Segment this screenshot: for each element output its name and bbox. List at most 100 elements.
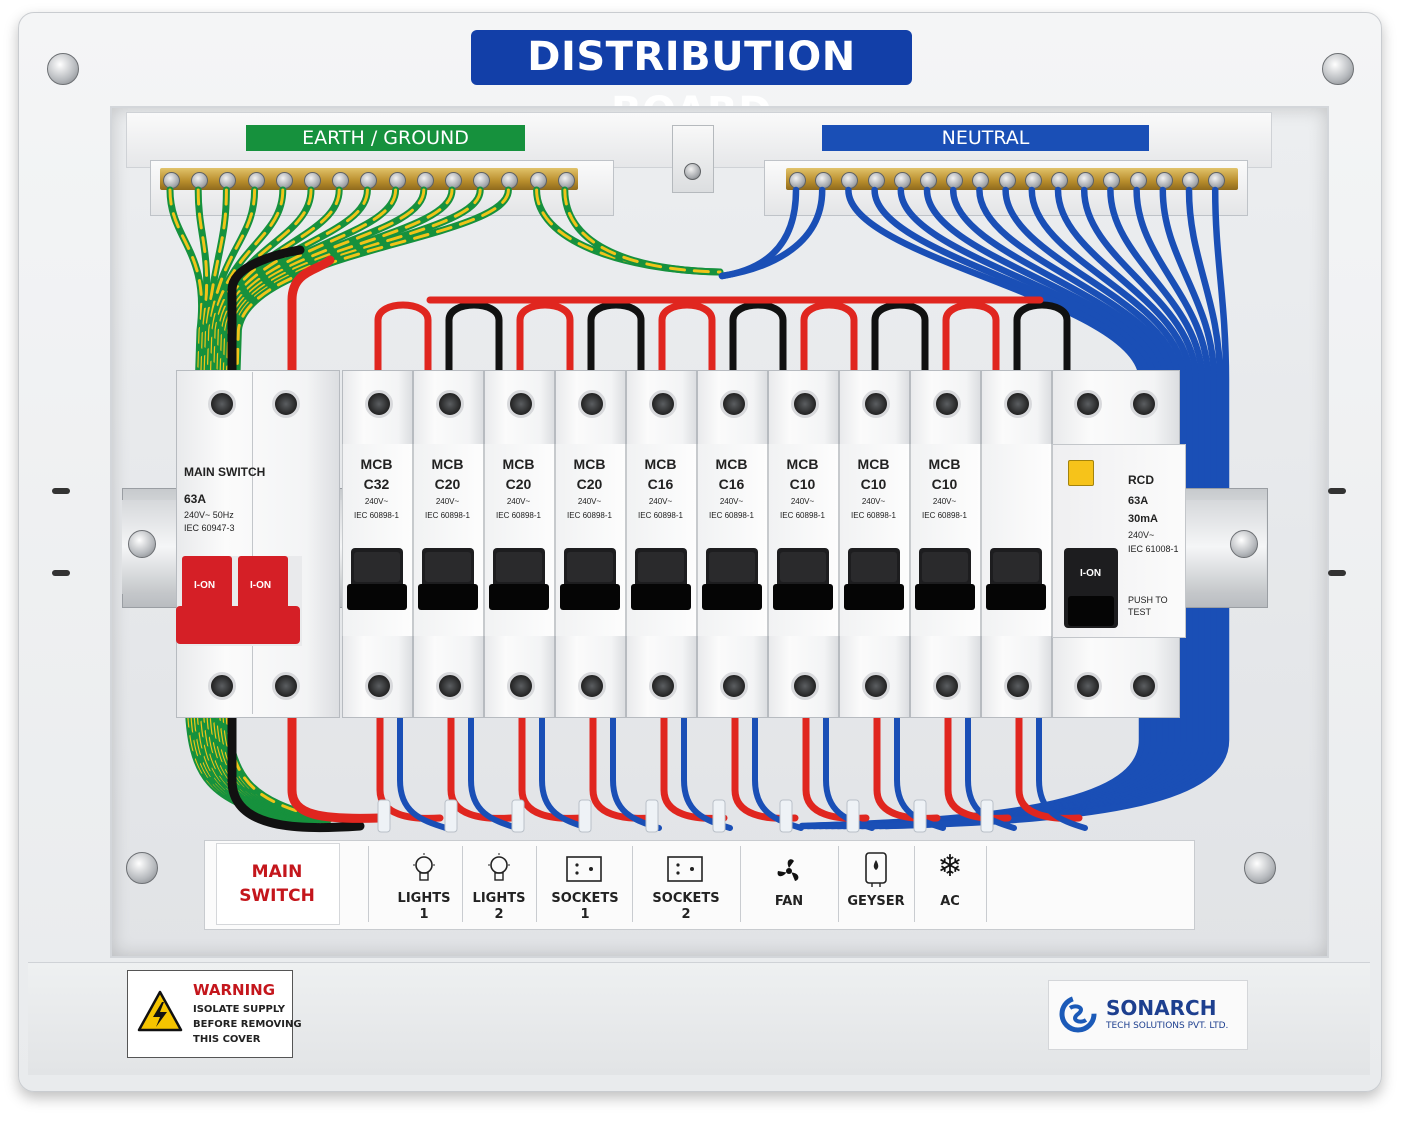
mcb-standard-label: IEC 60898-1	[638, 511, 683, 520]
main-out-wire	[287, 711, 385, 823]
cover-screw-icon	[126, 852, 158, 884]
mcb-standard-label: IEC 60898-1	[425, 511, 470, 520]
rail-screw-icon	[1230, 530, 1258, 558]
mcb-toggle-lever[interactable]	[986, 584, 1046, 610]
main-switch-rating: 63A	[184, 492, 207, 506]
cable-tie	[377, 799, 391, 833]
warning-title: WARNING	[193, 981, 276, 999]
main-switch-pole-lever[interactable]	[238, 556, 288, 612]
label-divider	[536, 846, 537, 922]
circuit-neutral-wire	[752, 713, 804, 831]
geyser-icon	[865, 852, 887, 887]
main-switch-toggle-bar[interactable]	[176, 606, 300, 644]
circuit-label-strip	[204, 840, 1195, 930]
rcd-standard: IEC 61008-1	[1128, 544, 1179, 554]
main-switch-title: MAIN SWITCH	[184, 465, 266, 479]
live-link-wire	[658, 301, 716, 376]
main-switch-pole-lever[interactable]	[182, 556, 232, 612]
mcb-toggle-lever[interactable]	[489, 584, 549, 610]
terminal-screw-icon	[791, 390, 819, 418]
terminal-screw-icon	[436, 390, 464, 418]
mcb-toggle-lever[interactable]	[773, 584, 833, 610]
rcd-sensitivity: 30mA	[1128, 513, 1158, 525]
corner-screw-icon	[47, 53, 79, 85]
mcb-rating-label: C32	[363, 476, 390, 492]
mcb-toggle-lever[interactable]	[631, 584, 691, 610]
bulb-icon	[488, 853, 510, 881]
bulb-icon	[413, 853, 435, 881]
main-switch-spec: 240V~ 50Hz	[184, 510, 234, 520]
main-switch-standard: IEC 60947-3	[184, 523, 235, 533]
terminal-screw-icon	[365, 390, 393, 418]
terminal-screw-icon	[272, 390, 300, 418]
mcb-toggle-lever[interactable]	[347, 584, 407, 610]
mcb-rating-label: C10	[931, 476, 958, 492]
rcd-test-label: PUSH TO TEST	[1128, 595, 1168, 617]
mount-screw-icon	[684, 163, 701, 180]
mcb-standard-label: IEC 60898-1	[354, 511, 399, 520]
mcb-standard-label: IEC 60898-1	[567, 511, 612, 520]
circuit-live-wire	[376, 712, 444, 822]
mcb-voltage-label: 240V~	[719, 497, 744, 506]
terminal-screw-icon	[208, 390, 236, 418]
circuit-neutral-wire	[894, 713, 946, 831]
mcb-lever-face	[354, 552, 400, 582]
corner-screw-icon	[1322, 53, 1354, 85]
mcb-lever-face	[709, 552, 755, 582]
mcb-voltage-label: 240V~	[648, 497, 673, 506]
label-divider	[462, 846, 463, 922]
mcb-type-label: MCB	[360, 456, 393, 472]
live-link-wire	[800, 301, 858, 376]
label-divider	[740, 846, 741, 922]
warning-label	[127, 970, 293, 1058]
mcb-toggle-lever[interactable]	[560, 584, 620, 610]
mcb-toggle-lever[interactable]	[418, 584, 478, 610]
mcb-standard-label: IEC 60898-1	[496, 511, 541, 520]
mcb-rating-label: C10	[789, 476, 816, 492]
cable-tie	[980, 799, 994, 833]
terminal-screw-icon	[720, 672, 748, 700]
warning-text: ISOLATE SUPPLY BEFORE REMOVING THIS COVE…	[193, 1004, 302, 1045]
mcb-type-label: MCB	[502, 456, 535, 472]
circuit-neutral-wire	[823, 713, 875, 831]
mcb-toggle-lever[interactable]	[844, 584, 904, 610]
mcb-type-label: MCB	[857, 456, 890, 472]
terminal-screw-icon	[791, 672, 819, 700]
terminal-screw-icon	[649, 390, 677, 418]
earth-wire-stripe	[563, 188, 722, 274]
label-divider	[632, 846, 633, 922]
circuit-live-wire	[589, 712, 657, 822]
mcb-lever-face	[425, 552, 471, 582]
circuit-live-wire	[518, 712, 586, 822]
cable-tie	[779, 799, 793, 833]
terminal-screw-icon	[1004, 390, 1032, 418]
channel-label: AC	[940, 894, 960, 909]
mcb-toggle-lever[interactable]	[702, 584, 762, 610]
channel-label: GEYSER	[847, 894, 905, 909]
mcb-standard-label: IEC 60898-1	[709, 511, 754, 520]
mcb-rating-label: C16	[718, 476, 745, 492]
mcb-toggle-lever[interactable]	[915, 584, 975, 610]
rcd-lever[interactable]	[1068, 596, 1114, 626]
mcb-voltage-label: 240V~	[435, 497, 460, 506]
socket-icon	[566, 856, 602, 882]
rcd-title: RCD	[1128, 473, 1154, 487]
circuit-neutral-wire	[468, 713, 520, 831]
circuit-live-wire	[873, 712, 941, 822]
brand-name: SONARCH	[1106, 996, 1217, 1020]
supply-wire	[227, 245, 305, 377]
terminal-screw-icon	[507, 672, 535, 700]
terminal-screw-icon	[272, 672, 300, 700]
mcb-rating-label: C10	[860, 476, 887, 492]
rcd-test-button[interactable]	[1068, 460, 1094, 486]
mcb-lever-face	[993, 552, 1039, 582]
circuit-live-wire	[447, 712, 515, 822]
label-divider	[914, 846, 915, 922]
circuit-neutral-wire	[1036, 713, 1088, 831]
